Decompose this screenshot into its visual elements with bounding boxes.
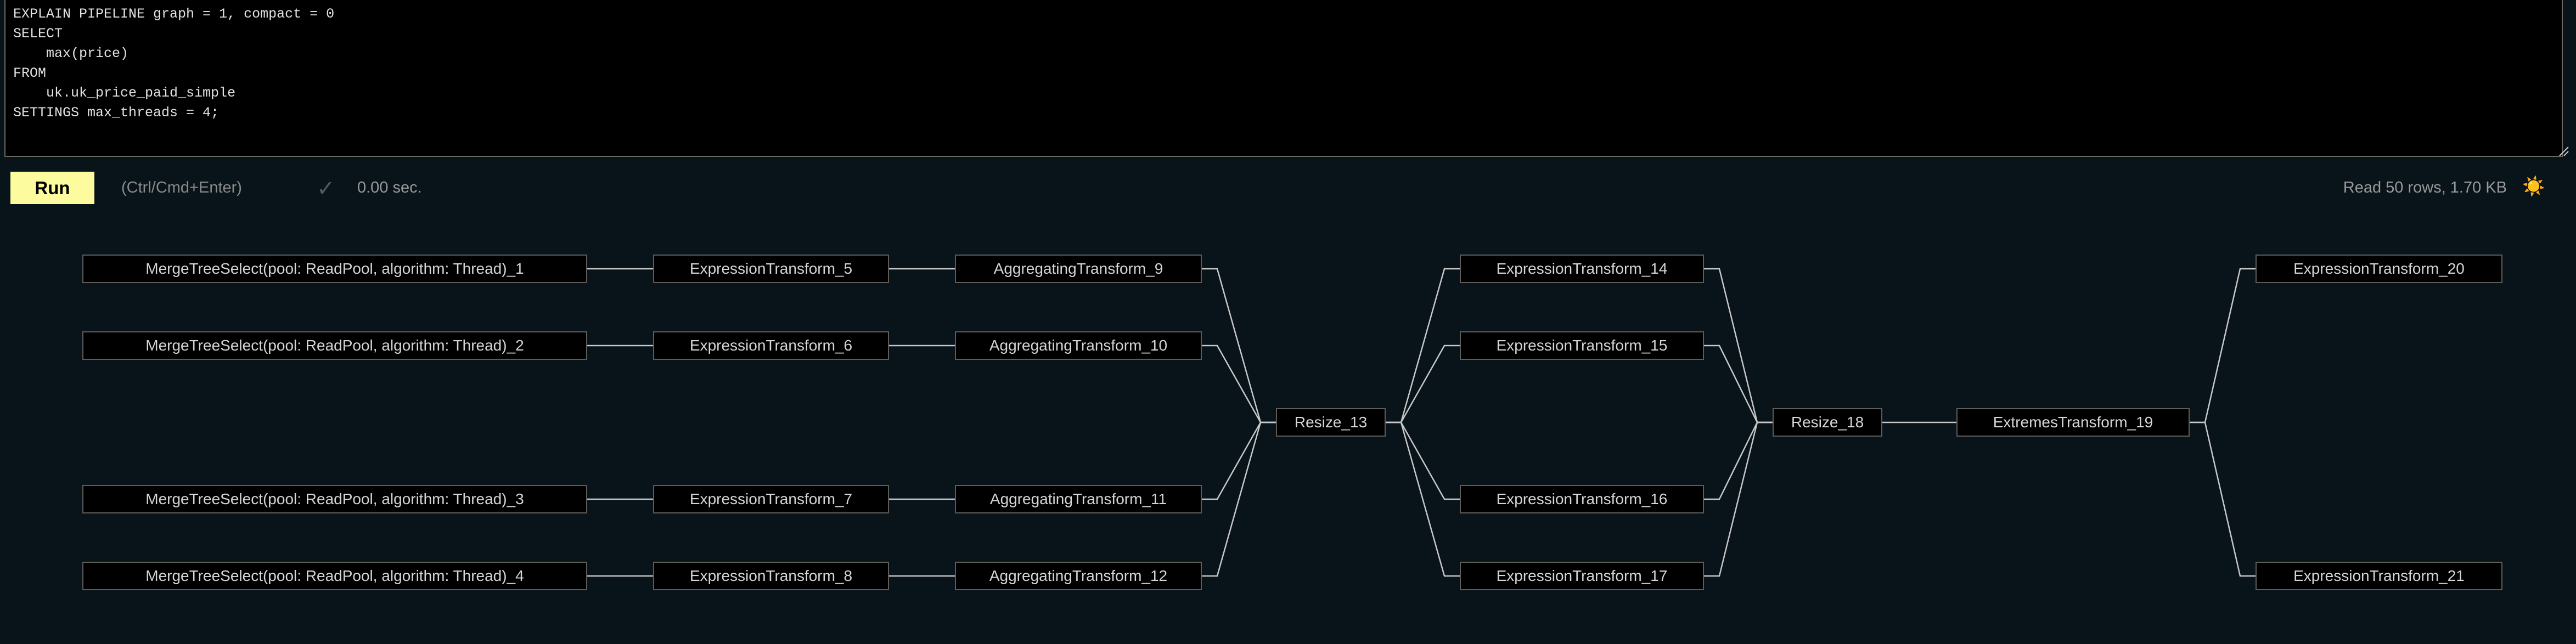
graph-node-label: MergeTreeSelect(pool: ReadPool, algorith… xyxy=(145,490,524,507)
graph-node-label: Resize_18 xyxy=(1791,414,1864,431)
graph-node[interactable]: Resize_13 xyxy=(1276,408,1386,437)
graph-node[interactable]: ExpressionTransform_8 xyxy=(653,562,889,590)
graph-node[interactable]: ExpressionTransform_16 xyxy=(1460,485,1704,513)
graph-edge-layer xyxy=(587,268,2256,577)
graph-node[interactable]: ExpressionTransform_21 xyxy=(2256,562,2502,590)
graph-node[interactable]: ExpressionTransform_7 xyxy=(653,485,889,513)
graph-edge xyxy=(1704,421,1773,500)
graph-node[interactable]: ExpressionTransform_15 xyxy=(1460,331,1704,360)
sun-icon[interactable]: ☀️ xyxy=(2522,176,2545,197)
graph-node-label: MergeTreeSelect(pool: ReadPool, algorith… xyxy=(145,337,524,354)
graph-node[interactable]: AggregatingTransform_10 xyxy=(955,331,1202,360)
graph-node[interactable]: AggregatingTransform_9 xyxy=(955,255,1202,283)
sql-editor-panel xyxy=(0,0,2576,160)
graph-node[interactable]: ExpressionTransform_6 xyxy=(653,331,889,360)
success-check-icon: ✓ xyxy=(317,177,335,201)
read-stats-label: Read 50 rows, 1.70 KB xyxy=(2343,179,2507,196)
graph-node-label: ExpressionTransform_7 xyxy=(689,490,853,507)
graph-node-label: ExpressionTransform_5 xyxy=(689,260,853,277)
graph-edge xyxy=(1704,344,1773,423)
graph-node-label: ExpressionTransform_16 xyxy=(1496,490,1668,507)
graph-node-label: ExpressionTransform_15 xyxy=(1496,337,1668,354)
graph-node[interactable]: ExpressionTransform_17 xyxy=(1460,562,1704,590)
graph-node-label: Resize_13 xyxy=(1294,414,1368,431)
graph-node[interactable]: AggregatingTransform_11 xyxy=(955,485,1202,513)
graph-node[interactable]: AggregatingTransform_12 xyxy=(955,562,1202,590)
shortcut-hint-label: (Ctrl/Cmd+Enter) xyxy=(121,179,242,196)
graph-edge xyxy=(1386,421,1460,500)
graph-node-label: ExpressionTransform_6 xyxy=(689,337,853,354)
graph-node-label: ExpressionTransform_17 xyxy=(1496,567,1668,584)
run-button[interactable]: Run xyxy=(10,172,94,204)
graph-node-label: ExpressionTransform_14 xyxy=(1496,260,1668,277)
graph-node[interactable]: ExpressionTransform_5 xyxy=(653,255,889,283)
graph-edge xyxy=(2190,268,2256,423)
graph-node[interactable]: ExpressionTransform_20 xyxy=(2256,255,2502,283)
graph-edge xyxy=(1202,421,1276,500)
graph-node-label: AggregatingTransform_9 xyxy=(993,260,1163,277)
graph-node-label: ExpressionTransform_20 xyxy=(2293,260,2465,277)
graph-edge xyxy=(1386,344,1460,423)
graph-node[interactable]: MergeTreeSelect(pool: ReadPool, algorith… xyxy=(82,562,587,590)
graph-node-label: AggregatingTransform_10 xyxy=(989,337,1168,354)
graph-node[interactable]: MergeTreeSelect(pool: ReadPool, algorith… xyxy=(82,255,587,283)
graph-node-label: MergeTreeSelect(pool: ReadPool, algorith… xyxy=(145,567,524,584)
graph-node-label: MergeTreeSelect(pool: ReadPool, algorith… xyxy=(145,260,524,277)
graph-node[interactable]: MergeTreeSelect(pool: ReadPool, algorith… xyxy=(82,331,587,360)
pipeline-graph: MergeTreeSelect(pool: ReadPool, algorith… xyxy=(0,217,2576,644)
graph-node[interactable]: ExtremesTransform_19 xyxy=(1956,408,2190,437)
graph-edge xyxy=(1386,421,1460,577)
elapsed-time-label: 0.00 sec. xyxy=(357,179,422,196)
graph-edge xyxy=(2190,421,2256,577)
query-toolbar: Run (Ctrl/Cmd+Enter) ✓ 0.00 sec. Read 50… xyxy=(0,165,2576,212)
graph-edge xyxy=(1704,421,1773,577)
graph-node-label: AggregatingTransform_11 xyxy=(989,490,1167,507)
graph-node-label: AggregatingTransform_12 xyxy=(989,567,1168,584)
graph-edge xyxy=(1202,344,1276,423)
graph-node-label: ExpressionTransform_8 xyxy=(689,567,853,584)
graph-node[interactable]: ExpressionTransform_14 xyxy=(1460,255,1704,283)
graph-node-label: ExtremesTransform_19 xyxy=(1993,414,2153,431)
graph-node[interactable]: MergeTreeSelect(pool: ReadPool, algorith… xyxy=(82,485,587,513)
sql-editor-input[interactable] xyxy=(4,0,2563,157)
graph-node-label: ExpressionTransform_21 xyxy=(2293,567,2465,584)
graph-node[interactable]: Resize_18 xyxy=(1773,408,1882,437)
graph-edge xyxy=(1202,421,1276,577)
